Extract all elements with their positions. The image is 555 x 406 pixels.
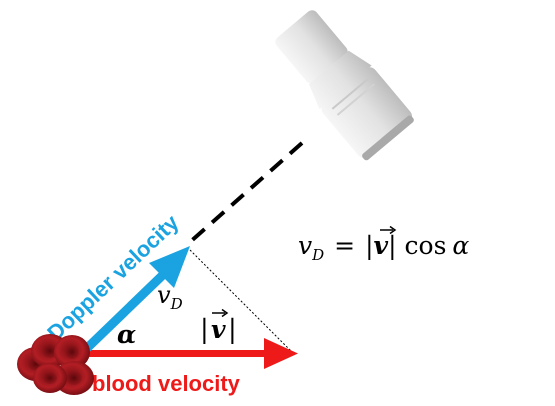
alpha-label: α	[117, 320, 136, 349]
blood-velocity-arrow	[82, 338, 298, 369]
ultrasound-probe-icon	[275, 10, 414, 161]
svg-text:|: |	[200, 315, 209, 345]
equation-cos: cos	[405, 231, 447, 260]
v-d-subscript: D	[170, 295, 183, 313]
equation-lhs-subscript: D	[311, 246, 324, 264]
equation-abs-open: |	[365, 231, 373, 261]
blood-velocity-label: blood velocity	[92, 371, 241, 396]
equation-angle: α	[452, 231, 469, 260]
red-blood-cells-icon	[17, 334, 94, 395]
equation-equals: =	[334, 231, 355, 260]
projection-line	[189, 249, 295, 355]
doppler-velocity-arrow	[79, 246, 190, 356]
equation-abs-close: |	[388, 231, 396, 261]
velocity-vector-symbol: v	[211, 315, 226, 344]
velocity-magnitude-label: | v |	[200, 308, 237, 345]
ultrasound-beam-line	[188, 141, 304, 244]
v-d-label: vD	[157, 281, 183, 313]
v-d-symbol: v	[157, 281, 171, 309]
svg-text:|: |	[228, 315, 237, 345]
equation-vector-symbol: v	[374, 231, 389, 260]
equation-lhs-symbol: v	[298, 231, 312, 260]
